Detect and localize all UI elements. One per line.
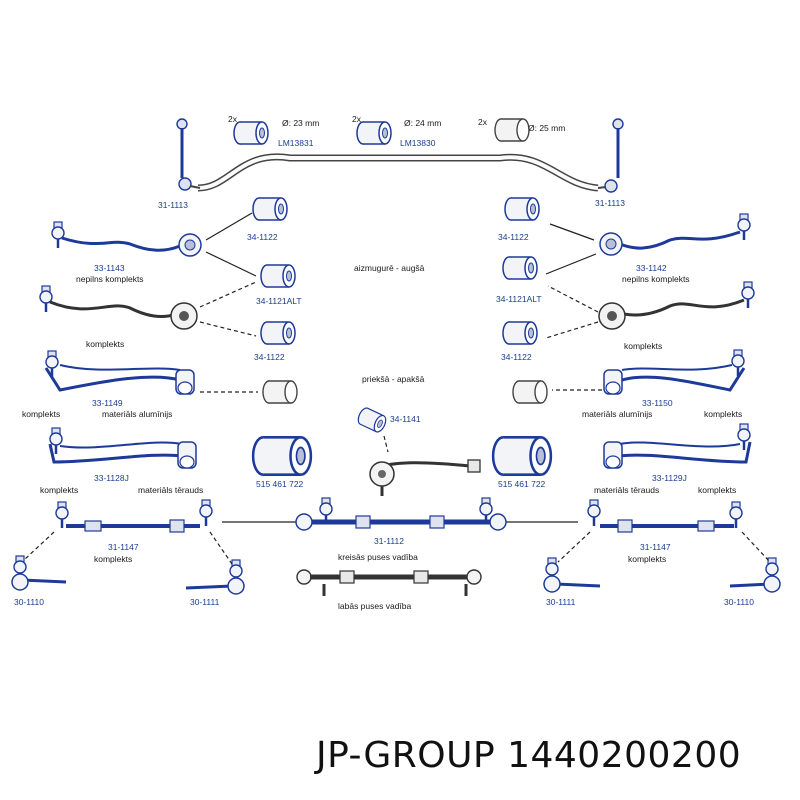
bushing-34-1122-right-bottom-label: 34-1122 xyxy=(501,352,532,362)
bushing-34-1141-icon xyxy=(355,405,389,435)
bushing-34-1121ALT-left-label: 34-1121ALT xyxy=(256,296,302,306)
arm-33-1128J-note2: materiāls tērauds xyxy=(138,485,204,495)
bushing-515461722-right-icon xyxy=(491,436,553,476)
section-front-bottom: priekšā - apakšā xyxy=(362,374,425,384)
bushing-34-1122-left-top-label: 34-1122 xyxy=(247,232,278,242)
bushing-34-1121ALT-left-icon xyxy=(260,264,296,288)
bushing-34-1122-right-top-icon xyxy=(504,197,540,221)
tie-rod-end-30-1110-right-label: 30-1110 xyxy=(724,597,754,607)
arm-33-1143-note: nepilns komplekts xyxy=(76,274,144,284)
arm-33-1143-label: 33-1143 xyxy=(94,263,125,273)
arm-33-1149-note1: komplekts xyxy=(22,409,61,419)
tie-rod-end-30-1111-left xyxy=(185,558,245,595)
control-arm-33-1149-left xyxy=(44,349,195,395)
bushing-34-1122-right-bottom-icon xyxy=(502,321,538,345)
bushing-34-1121ALT-right-icon xyxy=(502,256,538,280)
bushing-part-lm13831: LM13831 xyxy=(278,138,314,148)
control-arm-33-1143-left xyxy=(50,220,202,257)
center-link-lhd xyxy=(295,496,507,531)
section-rear-top: aizmugurē - augšā xyxy=(354,263,425,273)
leader-lines-left xyxy=(199,212,258,393)
bushing-diameter-24: Ø: 24 mm xyxy=(404,118,442,128)
bushing-left-arm3-icon xyxy=(262,380,298,404)
bushing-diameter-25: Ø: 25 mm xyxy=(528,123,566,133)
bushing-34-1122-right-top-label: 34-1122 xyxy=(498,232,529,242)
tie-rod-right-label: 31-1147 xyxy=(640,542,671,552)
stabilizer-bushing-23-icon xyxy=(233,121,269,145)
arm-left-complete-note: komplekts xyxy=(86,339,125,349)
bushing-515461722-left-label: 515 461 722 xyxy=(256,479,304,489)
arm-33-1128J-label: 33-1128J xyxy=(94,473,129,483)
bushing-qty-23: 2x xyxy=(228,114,237,124)
center-link-rhd-note: labās puses vadība xyxy=(338,601,412,611)
bushing-34-1122-left-bottom-icon xyxy=(260,321,296,345)
tie-rod-end-30-1111-right xyxy=(543,556,601,593)
tie-rod-end-30-1111-right-label: 30-1111 xyxy=(546,597,576,607)
stabilizer-link-left-label: 31-1113 xyxy=(158,200,188,210)
bushing-34-1141-label: 34-1141 xyxy=(390,414,421,424)
tie-rod-right-note: komplekts xyxy=(628,554,667,564)
bushing-515461722-right-label: 515 461 722 xyxy=(498,479,546,489)
bushing-diameter-23: Ø: 23 mm xyxy=(282,118,320,128)
stabilizer-bushing-25-icon xyxy=(494,118,530,142)
brand-part-number: JP-GROUP 1440200200 xyxy=(316,735,742,776)
arm-right-complete-note: komplekts xyxy=(624,341,663,351)
leader-lines-right xyxy=(545,223,602,391)
stabilizer-bushing-24-icon xyxy=(356,121,392,145)
tie-rod-31-1147-left xyxy=(54,498,214,533)
arm-33-1150-note1: materiāls alumīnijs xyxy=(582,409,653,419)
stabilizer-link-right-label: 31-1113 xyxy=(595,198,625,208)
tie-rod-left-note: komplekts xyxy=(94,554,133,564)
arm-33-1149-label: 33-1149 xyxy=(92,398,123,408)
bushing-34-1122-left-top-icon xyxy=(252,197,288,221)
control-arm-33-1129J-right xyxy=(603,422,752,469)
center-link-rhd xyxy=(296,569,482,596)
bushing-qty-25: 2x xyxy=(478,117,487,127)
arm-33-1129J-note1: materiāls tērauds xyxy=(594,485,660,495)
control-arm-right-complete xyxy=(598,280,756,330)
tie-rod-left-label: 31-1147 xyxy=(108,542,139,552)
tie-rod-end-30-1110-left xyxy=(11,554,67,591)
stabilizer-link-left xyxy=(176,118,201,191)
arm-33-1142-note: nepilns komplekts xyxy=(622,274,690,284)
tie-rod-end-30-1110-left-label: 30-1110 xyxy=(14,597,44,607)
stabilizer-bar xyxy=(197,153,599,192)
stabilizer-link-right xyxy=(597,118,624,193)
bushing-part-lm13830: LM13830 xyxy=(400,138,436,148)
arm-33-1129J-note2: komplekts xyxy=(698,485,737,495)
idler-arm xyxy=(369,459,481,496)
control-arm-left-complete xyxy=(38,284,198,330)
control-arm-33-1142-right xyxy=(599,212,752,256)
arm-33-1129J-label: 33-1129J xyxy=(652,473,687,483)
control-arm-33-1150-right xyxy=(603,348,746,395)
tie-rod-end-30-1111-left-label: 30-1111 xyxy=(190,597,220,607)
bushing-qty-24: 2x xyxy=(352,114,361,124)
arm-33-1150-label: 33-1150 xyxy=(642,398,673,408)
control-arm-33-1128J-left xyxy=(48,426,197,469)
tie-rod-31-1147-right xyxy=(586,498,744,533)
arm-33-1150-note2: komplekts xyxy=(704,409,743,419)
bushing-515461722-left-icon xyxy=(251,436,313,476)
tie-rod-end-30-1110-right xyxy=(729,556,781,593)
leader-lines-tierods xyxy=(23,531,771,565)
center-link-lhd-note: kreisās puses vadība xyxy=(338,552,418,562)
bushing-right-arm3-icon xyxy=(512,380,548,404)
bushing-34-1121ALT-right-label: 34-1121ALT xyxy=(496,294,542,304)
arm-33-1128J-note1: komplekts xyxy=(40,485,79,495)
center-link-label: 31-1112 xyxy=(374,536,404,546)
arm-33-1142-label: 33-1142 xyxy=(636,263,667,273)
bushing-34-1122-left-bottom-label: 34-1122 xyxy=(254,352,285,362)
arm-33-1149-note2: materiāls alumīnijs xyxy=(102,409,173,419)
